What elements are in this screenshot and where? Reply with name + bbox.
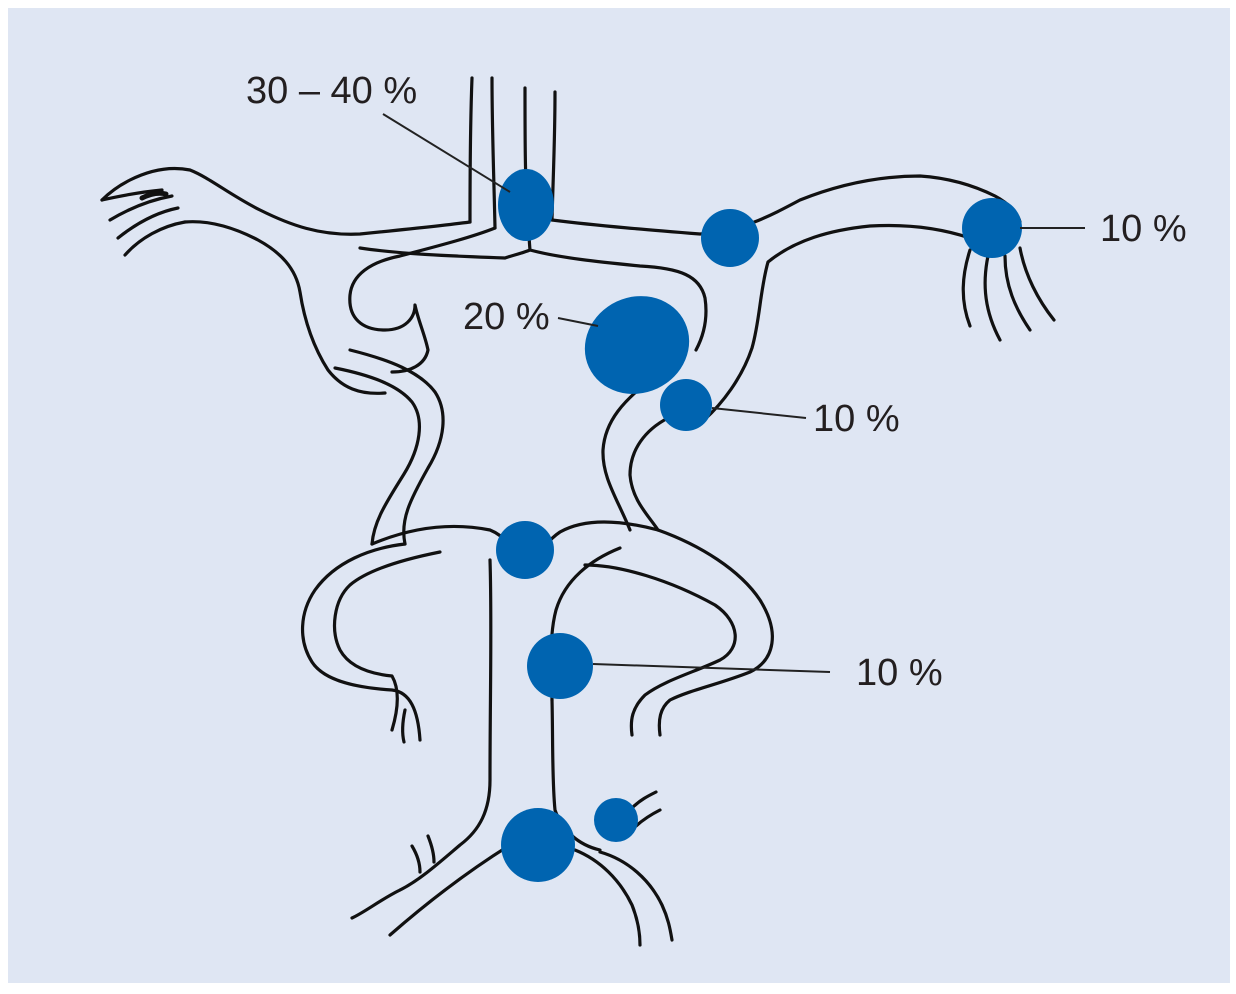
aca-vessel-right-inner xyxy=(525,88,526,178)
label-basilar: 10 % xyxy=(856,652,943,694)
aneurysm-basilar-trunk xyxy=(527,633,593,699)
aneurysm-basilar-tip xyxy=(496,521,554,579)
label-pcom: 20 % xyxy=(463,296,550,338)
aneurysm-carotid-terminus xyxy=(660,379,712,431)
aneurysm-acom xyxy=(498,169,554,241)
label-mca: 10 % xyxy=(1100,208,1187,250)
aneurysm-vertebrobasilar-junction xyxy=(501,808,575,882)
aneurysm-right-mca xyxy=(962,198,1022,258)
aneurysm-sca xyxy=(594,798,638,842)
aneurysm-right-ica-bifurcation xyxy=(701,209,759,267)
label-carotid-terminus: 10 % xyxy=(813,398,900,440)
label-acom: 30 – 40 % xyxy=(246,70,417,112)
